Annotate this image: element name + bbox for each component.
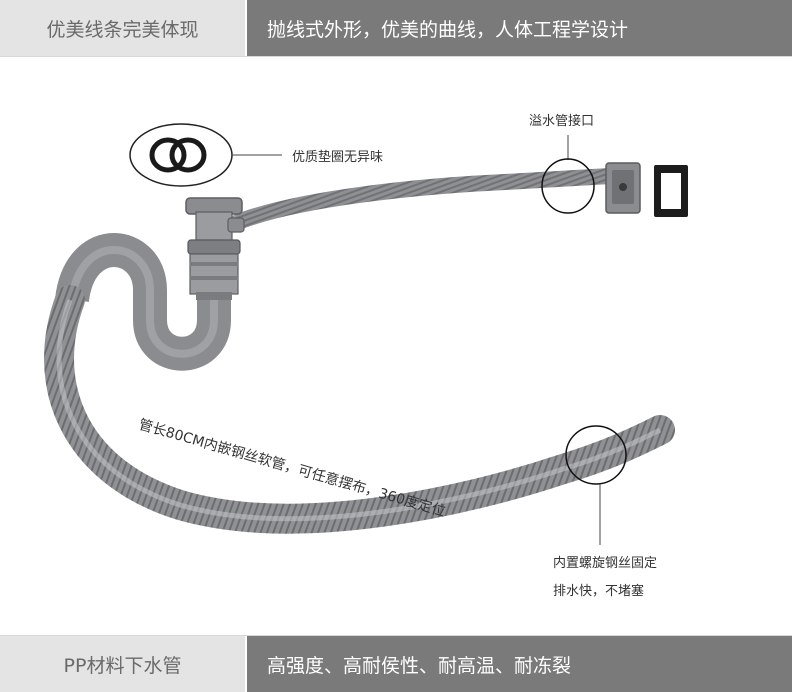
s-trap-collar: [196, 292, 232, 300]
gasket-callout: [129, 123, 282, 187]
gasket-ring-left: [149, 137, 187, 173]
overflow-callout-circle: [541, 158, 595, 214]
header-left-label: 优美线条完美体现: [0, 0, 247, 56]
spiral-label-line2: 排水快，不堵塞: [553, 584, 645, 599]
header-bar: 优美线条完美体现 抛线式外形，优美的曲线，人体工程学设计: [0, 0, 792, 56]
s-trap-highlight: [68, 246, 218, 358]
spiral-callout-circle: [565, 425, 627, 485]
product-stage: [0, 56, 792, 636]
overflow-connector: [605, 162, 641, 214]
gasket-circle-outline: [129, 123, 233, 187]
gasket-ring-right: [169, 137, 207, 173]
gasket-label: 优质垫圈无异味: [292, 150, 384, 165]
footer-bar: PP材料下水管 高强度、高耐侯性、耐高温、耐冻裂: [0, 636, 792, 692]
overflow-gasket: [654, 165, 688, 217]
overflow-hose-shade: [235, 168, 611, 230]
footer-right-label: 高强度、高耐侯性、耐高温、耐冻裂: [247, 636, 792, 692]
spiral-label-line1: 内置螺旋钢丝固定: [553, 556, 658, 571]
overflow-label: 溢水管接口: [529, 114, 595, 129]
main-hose-highlight: [56, 299, 662, 522]
footer-left-label: PP材料下水管: [0, 636, 247, 692]
overflow-hose: [230, 168, 618, 230]
header-right-label: 抛线式外形，优美的曲线，人体工程学设计: [247, 0, 792, 56]
strainer-body: [185, 197, 245, 295]
